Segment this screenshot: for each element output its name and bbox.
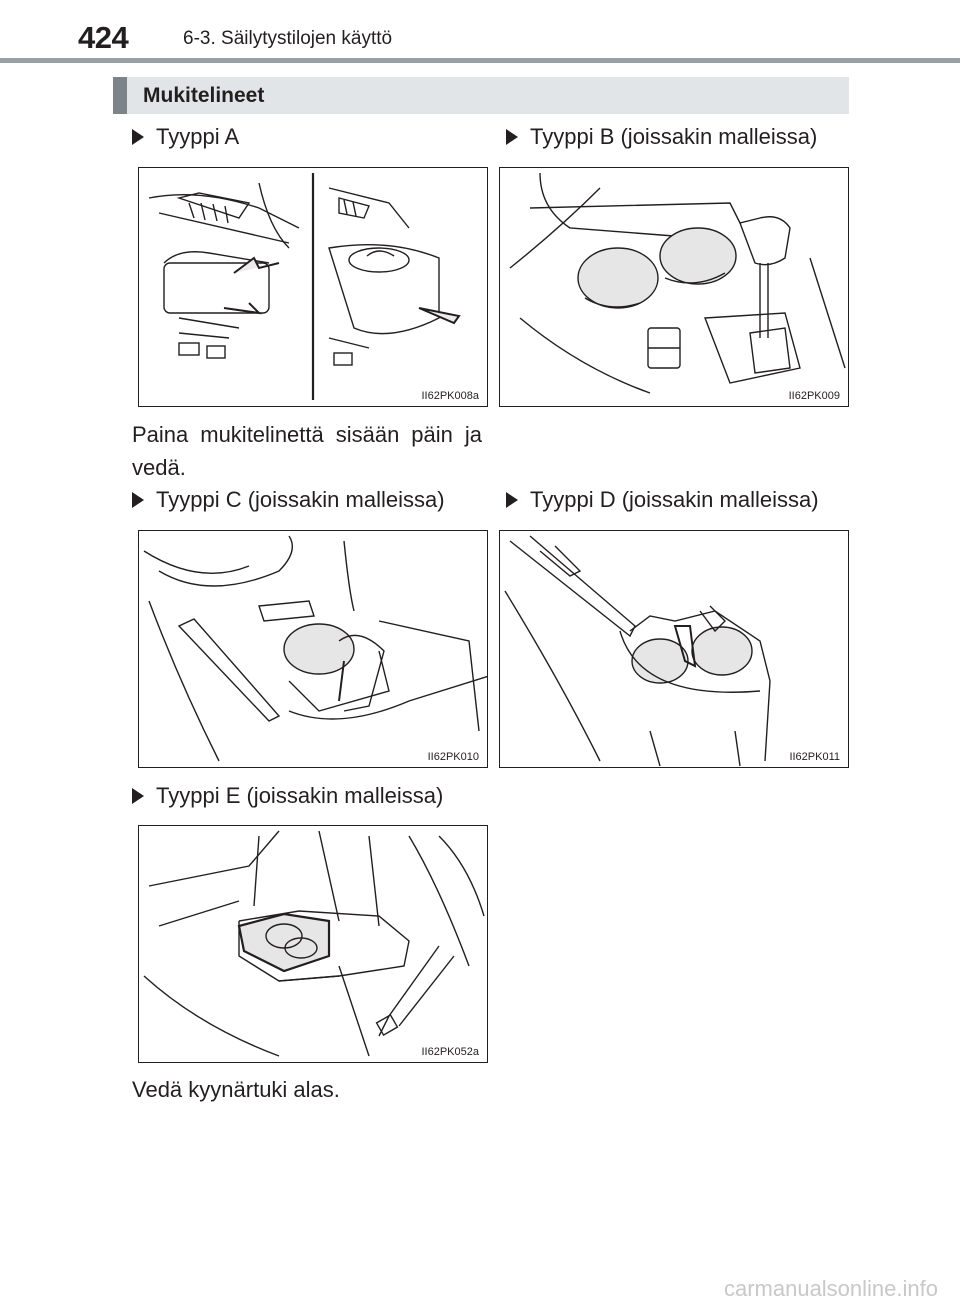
- type-e-label-text: Tyyppi E (joissakin malleissa): [156, 783, 444, 808]
- cup-holder-type-e-illustration: [143, 830, 485, 1057]
- figure-code-a: II62PK008a: [419, 390, 481, 402]
- type-a-label-text: Tyyppi A: [156, 124, 240, 149]
- cup-holder-type-d-illustration: [504, 535, 771, 767]
- figure-type-a: II62PK008a: [138, 167, 488, 407]
- figure-code-b: II62PK009: [786, 390, 842, 402]
- bullet-triangle-icon: [132, 788, 144, 804]
- bullet-triangle-icon: [132, 492, 144, 508]
- type-b-label: Tyyppi B (joissakin malleissa): [506, 124, 817, 150]
- figure-code-d: II62PK011: [787, 751, 842, 763]
- bullet-triangle-icon: [506, 492, 518, 508]
- type-a-line-1: Paina mukitelinettä sisään päin ja: [132, 422, 482, 447]
- cup-holder-type-b-illustration: [509, 172, 846, 394]
- figure-code-e: II62PK052a: [419, 1046, 481, 1058]
- figure-type-b: II62PK009: [499, 167, 849, 407]
- watermark: carmanualsonline.info: [723, 1276, 938, 1301]
- section-title: Mukitelineet: [143, 84, 265, 107]
- type-a-instructions: Paina mukitelinettä sisään päin ja vedä.: [132, 418, 482, 484]
- bullet-triangle-icon: [506, 129, 518, 145]
- section-header: Mukitelineet: [113, 77, 849, 114]
- type-a-line-2: vedä.: [132, 455, 186, 480]
- figure-type-d: II62PK011: [499, 530, 849, 768]
- type-e-label: Tyyppi E (joissakin malleissa): [132, 783, 443, 809]
- figure-type-c: II62PK010: [138, 530, 488, 768]
- bullet-triangle-icon: [132, 129, 144, 145]
- type-d-label: Tyyppi D (joissakin malleissa): [506, 487, 819, 513]
- page-number: 424: [78, 20, 129, 55]
- page-header: 424 6-3. Säilytystilojen käyttö: [0, 0, 960, 63]
- figure-code-c: II62PK010: [425, 751, 481, 763]
- cup-holder-type-a-illustration: [148, 173, 461, 400]
- type-e-instructions: Vedä kyynärtuki alas.: [132, 1077, 340, 1102]
- type-c-label-text: Tyyppi C (joissakin malleissa): [156, 487, 445, 512]
- cup-holder-type-c-illustration: [143, 535, 487, 762]
- type-c-label: Tyyppi C (joissakin malleissa): [132, 487, 445, 513]
- figure-type-e: II62PK052a: [138, 825, 488, 1063]
- header-rule: [0, 58, 960, 63]
- type-d-label-text: Tyyppi D (joissakin malleissa): [530, 487, 819, 512]
- type-b-label-text: Tyyppi B (joissakin malleissa): [530, 124, 818, 149]
- type-a-label: Tyyppi A: [132, 124, 239, 150]
- chapter-title: 6-3. Säilytystilojen käyttö: [183, 28, 393, 49]
